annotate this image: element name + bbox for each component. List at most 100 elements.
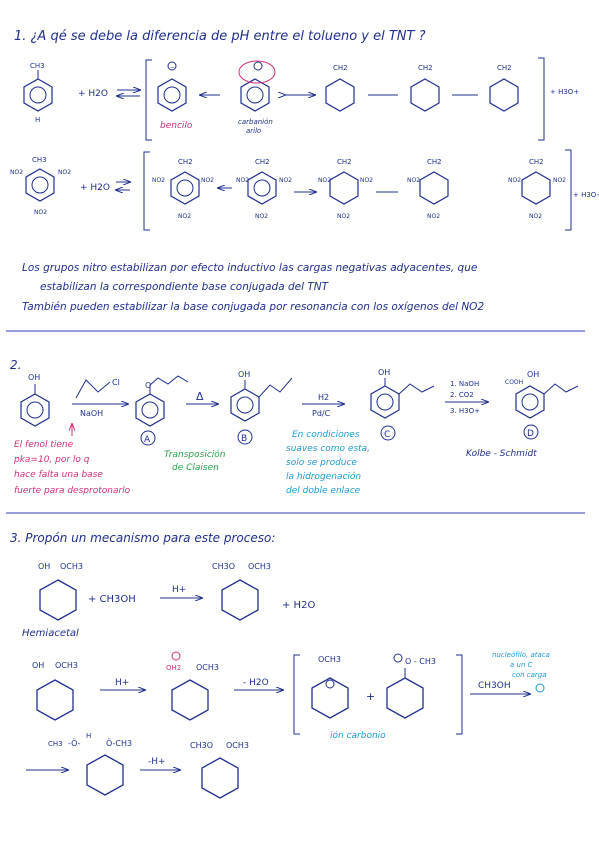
tnt-resonance-2: CH2 NO2 NO2 NO2 bbox=[236, 158, 292, 220]
plus-methanol: + CH3OH bbox=[88, 594, 136, 605]
resonance-plus: + bbox=[366, 690, 375, 703]
svg-text:El fenol tiene: El fenol tiene bbox=[14, 440, 74, 450]
tnt-resonance-3: CH2 NO2 NO2 NO2 bbox=[318, 158, 373, 220]
tnt-molecule: CH3 NO2 NO2 NO2 bbox=[10, 156, 71, 216]
claisen-note: Transposición de Claisen bbox=[164, 449, 226, 473]
phenol: OH bbox=[20, 373, 50, 427]
mech-minus-water: - H2O bbox=[243, 678, 269, 688]
tnt-plus-water: + H2O bbox=[80, 183, 110, 193]
q1-explanation-2: estabilizan la correspondiente base conj… bbox=[40, 281, 330, 293]
svg-text:O: O bbox=[145, 381, 151, 390]
bracket-right-1 bbox=[538, 57, 545, 141]
svg-text:D: D bbox=[527, 429, 534, 439]
svg-text:OH: OH bbox=[378, 368, 390, 377]
svg-text:-Ö-: -Ö- bbox=[68, 738, 81, 748]
svg-text:OH: OH bbox=[527, 370, 539, 379]
svg-text:CH3O: CH3O bbox=[212, 562, 235, 571]
svg-text:nucleófilo, ataca: nucleófilo, ataca bbox=[492, 651, 550, 659]
svg-text:CH3O: CH3O bbox=[190, 741, 213, 750]
tnt-no2-bottom: NO2 bbox=[34, 209, 47, 216]
mech-oxocarbenium: O - CH3 bbox=[386, 653, 436, 719]
svg-text:NO2: NO2 bbox=[427, 213, 440, 220]
svg-text:pka=10, por lo q: pka=10, por lo q bbox=[13, 455, 90, 465]
h2-reagent: H2 bbox=[318, 393, 329, 402]
compound-d: COOH OH D bbox=[505, 370, 579, 440]
svg-text:B: B bbox=[241, 434, 247, 444]
svg-text:CH2: CH2 bbox=[178, 158, 193, 166]
svg-text:OH: OH bbox=[28, 373, 40, 382]
svg-text:Transposición: Transposición bbox=[164, 449, 226, 460]
mech-h-plus: H+ bbox=[115, 678, 129, 688]
svg-text:la hidrogenación: la hidrogenación bbox=[286, 471, 361, 482]
kolbe-step-1: 1. NaOH bbox=[450, 380, 479, 388]
svg-text:NO2: NO2 bbox=[553, 177, 566, 184]
svg-text:C: C bbox=[384, 430, 390, 440]
hemiacetal-label: Hemiacetal bbox=[22, 628, 79, 639]
ch2-label-1: CH2 bbox=[333, 64, 348, 72]
arilo-label: arilo bbox=[246, 127, 261, 135]
svg-text:suaves como esta,: suaves como esta, bbox=[286, 444, 370, 454]
ch2-label-3: CH2 bbox=[497, 64, 512, 72]
svg-text:CH3: CH3 bbox=[48, 740, 63, 748]
svg-text:−: − bbox=[170, 64, 175, 71]
equilibrium-arrow bbox=[117, 90, 140, 96]
svg-text:CH2: CH2 bbox=[427, 158, 442, 166]
acetal-product: CH3O OCH3 bbox=[212, 562, 271, 621]
toluene-molecule: CH3 H bbox=[23, 62, 53, 124]
svg-text:fuerte para desprotonarlo: fuerte para desprotonarlo bbox=[14, 486, 131, 496]
compound-c: OH C bbox=[370, 368, 435, 441]
svg-text:NO2: NO2 bbox=[178, 213, 191, 220]
compound-b: OH B bbox=[230, 370, 293, 445]
svg-text:OH: OH bbox=[38, 562, 50, 571]
q1-explanation-1: Los grupos nitro estabilizan por efecto … bbox=[22, 262, 477, 274]
svg-text:COOH: COOH bbox=[505, 379, 523, 386]
svg-text:En condiciones: En condiciones bbox=[292, 430, 360, 440]
svg-text:NO2: NO2 bbox=[508, 177, 521, 184]
svg-text:OH: OH bbox=[238, 370, 250, 379]
svg-text:NO2: NO2 bbox=[152, 177, 165, 184]
svg-text:NO2: NO2 bbox=[337, 213, 350, 220]
svg-text:CH2: CH2 bbox=[255, 158, 270, 166]
nucleophile-note: nucleófilo, ataca a un C con carga bbox=[492, 651, 550, 679]
svg-text:OCH3: OCH3 bbox=[226, 741, 249, 750]
hydrogenation-note: En condiciones suaves como esta, solo se… bbox=[286, 430, 370, 496]
svg-text:a un C: a un C bbox=[510, 661, 533, 669]
phenol-note: El fenol tiene pka=10, por lo q hace fal… bbox=[13, 440, 131, 496]
svg-text:solo se produce: solo se produce bbox=[286, 458, 357, 468]
tnt-no2-right: NO2 bbox=[58, 169, 71, 176]
resonance-meta: CH2 bbox=[489, 64, 519, 112]
q3-question: 3. Propón un mecanismo para este proceso… bbox=[10, 531, 275, 545]
toluene-h: H bbox=[35, 116, 40, 124]
svg-text:O - CH3: O - CH3 bbox=[405, 657, 436, 666]
tnt-resonance-5: CH2 NO2 NO2 NO2 bbox=[508, 158, 566, 220]
svg-text:del doble enlace: del doble enlace bbox=[286, 486, 361, 496]
h-plus-catalyst: H+ bbox=[172, 585, 186, 595]
kolbe-step-2: 2. CO2 bbox=[450, 391, 474, 399]
svg-text:NO2: NO2 bbox=[201, 177, 214, 184]
svg-text:OH2: OH2 bbox=[166, 664, 181, 672]
q2-number: 2. bbox=[10, 358, 21, 372]
resonance-ortho: CH2 bbox=[325, 64, 355, 112]
mech-carbocation: OCH3 bbox=[311, 655, 349, 719]
mech-hemiacetal: OH OCH3 bbox=[32, 661, 78, 721]
svg-text:OCH3: OCH3 bbox=[60, 562, 83, 571]
tnt-no2-left: NO2 bbox=[10, 169, 23, 176]
toluene-plus-water: + H2O bbox=[78, 89, 108, 99]
carbanion-label: carbanión bbox=[238, 118, 273, 126]
bracket-left-1 bbox=[145, 59, 152, 141]
svg-text:con carga: con carga bbox=[512, 671, 547, 679]
tnt-h3o: + H3O+ bbox=[573, 191, 599, 199]
mech-acetal-product: CH3O OCH3 bbox=[190, 741, 249, 799]
ion-carbonio-label: ión carbonio bbox=[330, 730, 386, 741]
svg-text:NaOH: NaOH bbox=[80, 409, 103, 418]
pdc-reagent: Pd/C bbox=[312, 409, 331, 418]
tnt-ch3: CH3 bbox=[32, 156, 47, 164]
tnt-resonance-1: CH2 NO2 NO2 NO2 bbox=[152, 158, 214, 220]
svg-text:A: A bbox=[144, 435, 151, 445]
svg-text:NO2: NO2 bbox=[318, 177, 331, 184]
plus-water: + H2O bbox=[282, 600, 315, 611]
svg-text:OCH3: OCH3 bbox=[318, 655, 341, 664]
svg-text:H: H bbox=[86, 732, 91, 740]
svg-text:OCH3: OCH3 bbox=[196, 663, 219, 672]
hemiacetal-molecule: OH OCH3 Hemiacetal bbox=[22, 562, 83, 639]
